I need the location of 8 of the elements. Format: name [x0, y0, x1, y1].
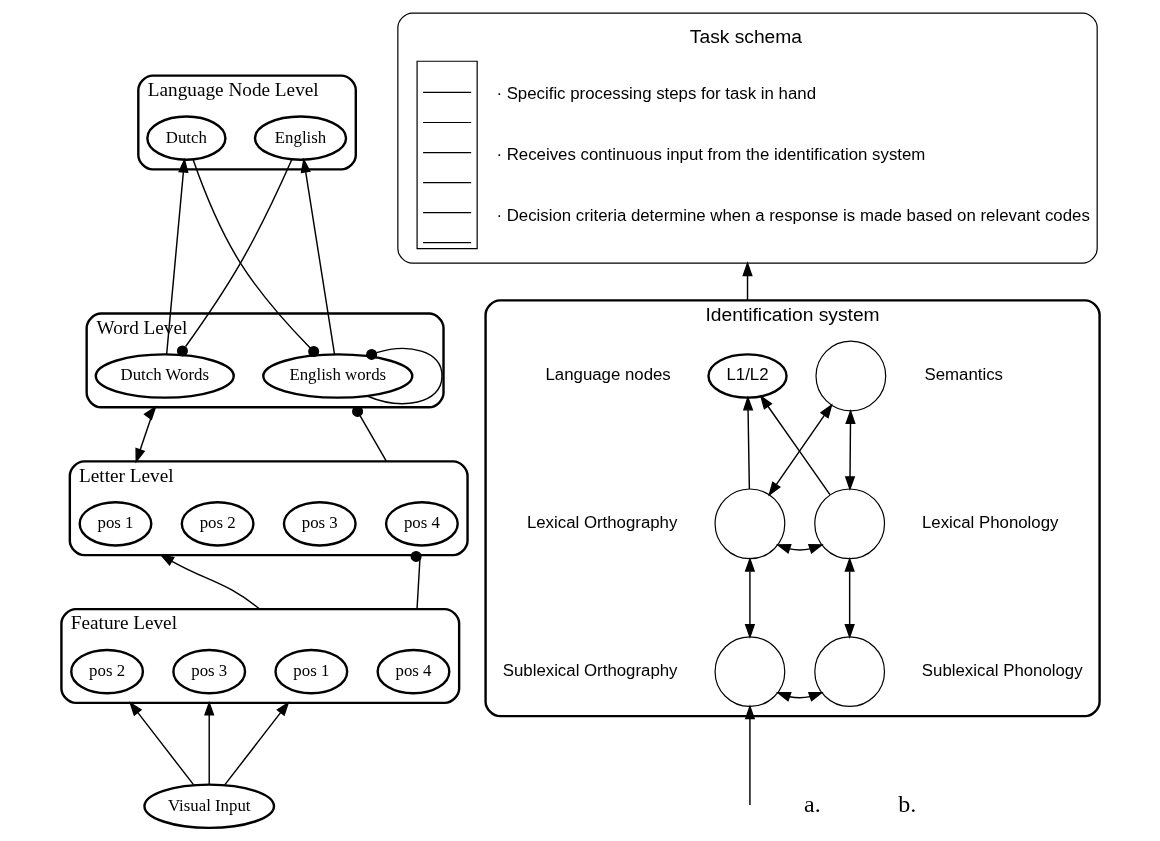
node-label: Language nodes	[545, 365, 671, 385]
node-label: Lexical Orthography	[526, 513, 677, 533]
node-label: Sublexical Phonology	[921, 661, 1083, 681]
label: b.	[897, 791, 916, 818]
label: a.	[803, 791, 821, 818]
node-label: Semantics	[924, 365, 1003, 385]
node-label: Lexical Phonology	[921, 513, 1058, 533]
node-label: Sublexical Orthography	[502, 661, 677, 681]
